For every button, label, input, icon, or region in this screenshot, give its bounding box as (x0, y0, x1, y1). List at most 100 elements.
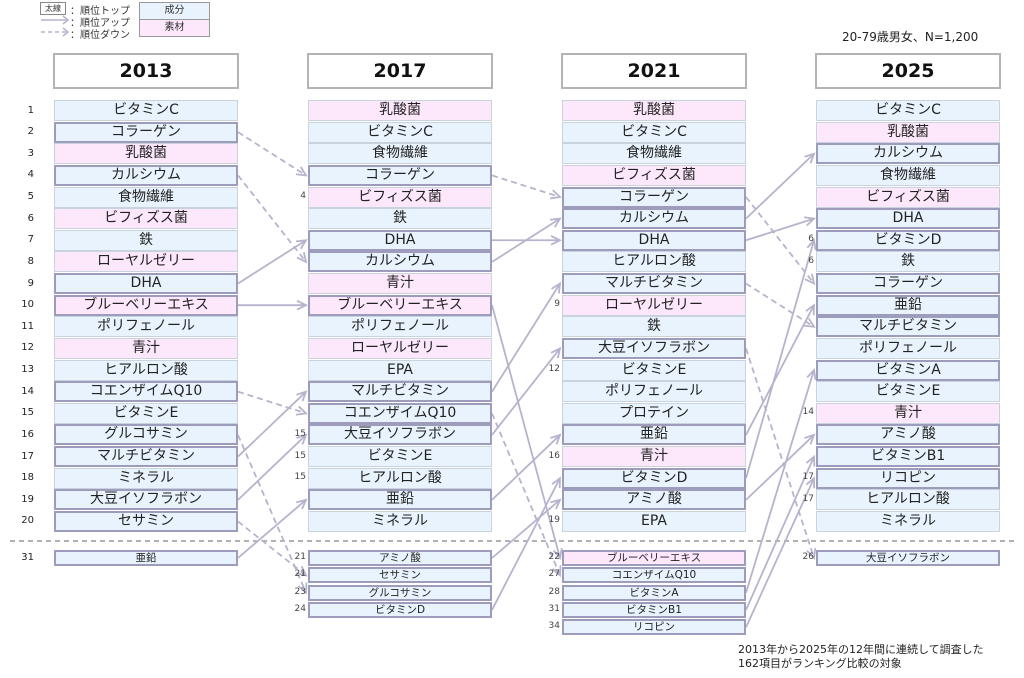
rank-up-arrow (237, 390, 308, 458)
ranking-item: ヒアルロン酸 (54, 359, 238, 381)
rank-number: 6 (808, 234, 814, 245)
ranking-item: ビタミンE (54, 402, 238, 424)
rank-number: 34 (548, 621, 560, 632)
ranking-item: 青汁 (308, 273, 492, 295)
ranking-item: ミネラル (54, 467, 238, 489)
ranking-item: セサミン (308, 567, 492, 584)
ranking-item: 乳酸菌 (308, 100, 492, 121)
rank-up-arrow (745, 216, 816, 242)
ranking-item: アミノ酸 (562, 489, 746, 511)
ranking-item: ビタミンD (562, 467, 746, 489)
legend-down-desc: ：順位ダウン (70, 30, 130, 41)
ranking-item: グルコサミン (308, 584, 492, 601)
rank-up-arrow (491, 217, 562, 263)
ranking-item: ビタミンA (562, 584, 746, 601)
rank-up-arrow (491, 346, 562, 436)
rank-up-arrow (745, 368, 817, 593)
year-header-2017: 2017 (307, 53, 493, 89)
rank-up-arrow (745, 476, 816, 628)
legend-thick-swatch: 太線 (40, 2, 66, 15)
ranking-item: ビタミンD (816, 229, 1000, 251)
ranking-item: ミネラル (308, 510, 492, 532)
rank-number: 23 (294, 586, 306, 597)
ranking-item: 大豆イソフラボン (54, 489, 238, 511)
rank-number: 9 (27, 277, 34, 289)
ranking-item: 大豆イソフラボン (816, 550, 1000, 566)
rank-number: 31 (21, 552, 34, 563)
ranking-item: 鉄 (562, 316, 746, 338)
rank-number: 13 (21, 364, 34, 376)
ranking-item: DHA (54, 273, 238, 295)
year-header-2025: 2025 (815, 53, 1001, 89)
rank-number: 1 (27, 104, 34, 116)
rank-number: 6 (27, 212, 34, 224)
ranking-item: 亜鉛 (562, 424, 746, 446)
ranking-item: DHA (562, 229, 746, 251)
rank-down-arrow (237, 520, 308, 577)
rank-number: 4 (27, 169, 34, 181)
rank-number: 16 (548, 450, 560, 461)
rank-number: 17 (802, 493, 814, 504)
rank-up-arrow (491, 476, 561, 611)
ranking-item: EPA (562, 510, 746, 532)
ranking-item: ローヤルゼリー (308, 337, 492, 359)
rank-number: 22 (548, 552, 560, 562)
ranking-item: カルシウム (308, 251, 492, 273)
rank-number: 19 (21, 493, 34, 505)
ranking-item: ブルーベリーエキス (54, 294, 238, 316)
rank-up-arrow (238, 300, 309, 311)
ranking-item: 鉄 (308, 208, 492, 230)
rank-down-arrow (237, 390, 308, 416)
rank-number: 14 (21, 385, 34, 397)
year-header-2021: 2021 (561, 53, 747, 89)
rank-number: 5 (27, 191, 34, 203)
ranking-item: ブルーベリーエキス (308, 294, 492, 316)
rank-number: 28 (548, 586, 560, 597)
rank-number: 15 (21, 407, 34, 419)
ranking-item: ビタミンE (816, 381, 1000, 403)
rank-number: 17 (21, 450, 34, 462)
rank-down-arrow (491, 174, 562, 200)
ranking-item: ビタミンC (562, 121, 746, 143)
dashed-arrow-icon (41, 27, 70, 37)
ranking-item: グルコサミン (54, 424, 238, 446)
rank-number: 27 (548, 569, 560, 580)
ranking-item: ビフィズス菌 (54, 208, 238, 230)
ranking-item: ビタミンB1 (816, 446, 1000, 468)
solid-arrow-icon (41, 15, 70, 25)
rank-up-arrow (491, 304, 563, 560)
ranking-item: ビフィズス菌 (562, 164, 746, 186)
ranking-item: ヒアルロン酸 (562, 251, 746, 273)
ranking-item: DHA (308, 229, 492, 251)
ranking-item: マルチビタミン (308, 381, 492, 403)
ranking-item: ビタミンC (308, 121, 492, 143)
rank-number: 15 (294, 472, 306, 483)
ranking-item: 青汁 (562, 446, 746, 468)
ranking-item: アミノ酸 (816, 424, 1000, 446)
ranking-item: コエンザイムQ10 (562, 567, 746, 584)
ranking-item: コラーゲン (308, 164, 492, 186)
sample-note: 20-79歳男女、N=1,200 (842, 30, 979, 44)
rank-number: 17 (802, 472, 814, 483)
rank-down-arrow (237, 174, 308, 264)
ranking-item: カルシウム (54, 164, 238, 186)
ranking-item: ミネラル (816, 510, 1000, 532)
ranking-item: 亜鉛 (54, 550, 238, 566)
rank-up-arrow (745, 238, 817, 479)
ranking-item: コラーゲン (562, 186, 746, 208)
rank-number: 4 (300, 191, 306, 202)
ranking-item: マルチビタミン (54, 446, 238, 468)
ranking-item: DHA (816, 208, 1000, 230)
ranking-item: ローヤルゼリー (562, 294, 746, 316)
year-header-2013: 2013 (53, 53, 239, 89)
ranking-item: コラーゲン (54, 121, 238, 143)
rank-up-arrow (491, 433, 562, 501)
ranking-item: コエンザイムQ10 (54, 381, 238, 403)
ranking-item: ビタミンD (308, 601, 492, 618)
ranking-item: ビタミンA (816, 359, 1000, 381)
legend-thick-desc: ：順位トップ (70, 6, 130, 17)
rank-number: 2 (27, 126, 34, 138)
ranking-item: 大豆イソフラボン (562, 337, 746, 359)
